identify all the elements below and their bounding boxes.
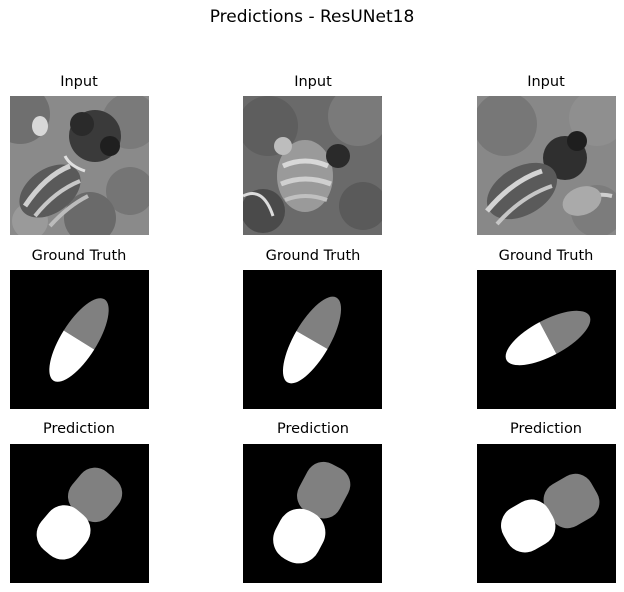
gt-title-1: Ground Truth xyxy=(31,248,127,264)
gt-title-2: Ground Truth xyxy=(265,248,361,264)
prediction-mask-3 xyxy=(477,444,616,583)
ground-truth-mask-3 xyxy=(477,270,616,409)
input-image-3 xyxy=(477,96,616,235)
figure-title: Predictions - ResUNet18 xyxy=(209,7,415,27)
pred-title-3: Prediction xyxy=(509,421,583,437)
input-title-3: Input xyxy=(527,74,565,90)
input-title-2: Input xyxy=(294,74,332,90)
pred-title-2: Prediction xyxy=(276,421,350,437)
ground-truth-mask-1 xyxy=(10,270,149,409)
input-title-1: Input xyxy=(60,74,98,90)
input-image-1 xyxy=(10,96,149,235)
prediction-mask-1 xyxy=(10,444,149,583)
prediction-mask-2 xyxy=(243,444,382,583)
gt-title-3: Ground Truth xyxy=(498,248,594,264)
pred-title-1: Prediction xyxy=(42,421,116,437)
ground-truth-mask-2 xyxy=(243,270,382,409)
input-image-2 xyxy=(243,96,382,235)
